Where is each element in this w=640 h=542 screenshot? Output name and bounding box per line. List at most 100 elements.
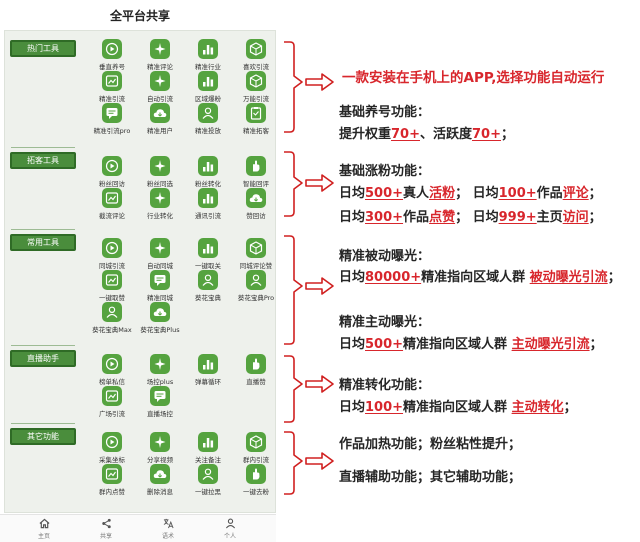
g1-heading: 基础养号功能： [339,105,431,120]
annotation-text: ； [588,186,602,201]
sparkle-icon [150,188,170,208]
tool-button[interactable]: 场控plus [135,354,185,390]
tool-label: 一键取关 [195,262,221,270]
tool-button[interactable]: 一键取赞 [87,270,137,306]
tool-button[interactable]: 粉丝转化 [183,156,233,192]
annotation-text: 日均 [339,337,366,352]
tool-button[interactable]: 行业转化 [135,188,185,224]
annotation-text: 作品 [536,186,563,201]
tool-button[interactable]: 弹幕循环 [183,354,233,390]
tool-button[interactable]: 自动同城 [135,238,185,274]
annotation-text: 日均 [339,186,366,201]
highlight-text: 活粉 [429,186,456,201]
tool-button[interactable]: 通讯引流 [183,188,233,224]
tool-label: 群内引流 [243,456,269,464]
tool-button[interactable]: 区域爆粉 [183,71,233,107]
tool-button[interactable]: 粉丝同选 [135,156,185,192]
tool-button[interactable]: 群内引流 [231,432,281,468]
tool-button[interactable]: 精准引流 [87,71,137,107]
arrow-1 [305,73,334,91]
tool-button[interactable]: 精准用户 [135,103,185,139]
annotation-text: 作品 [403,210,430,225]
tool-label: 精准同城 [147,294,173,302]
tool-button[interactable]: 万能引流 [231,71,281,107]
g4-line: 日均100+精准指向区域人群 主动转化； [339,396,577,415]
highlight-text: 点赞 [429,210,456,225]
tool-button[interactable]: 一键去粉 [231,464,281,500]
nav-home[interactable]: 主页 [24,518,64,542]
tool-label: 广场引流 [99,410,125,418]
tool-button[interactable]: 分享视频 [135,432,185,468]
tool-button[interactable]: 删除消息 [135,464,185,500]
category-divider [11,147,75,148]
chart-icon [102,188,122,208]
bar-chart-icon [198,188,218,208]
tool-button[interactable]: 葵花宝典 [183,270,233,306]
tool-button[interactable]: 自动引流 [135,71,185,107]
category-1[interactable]: 热门工具 [10,40,76,57]
tool-button[interactable]: 一键取关 [183,238,233,274]
nav-label: 个人 [223,533,236,540]
tool-button[interactable]: 精准投放 [183,103,233,139]
tool-button[interactable]: 截流评论 [87,188,137,224]
tool-button[interactable]: 一键拉黑 [183,464,233,500]
tool-button[interactable]: 精准评论 [135,39,185,75]
tool-button[interactable]: 粉丝回访 [87,156,137,192]
tool-button[interactable]: 榜单私信 [87,354,137,390]
annotation-text: ； [588,210,602,225]
message-icon [150,270,170,290]
brace-arrows [284,41,334,495]
nav-profile[interactable]: 个人 [210,518,250,542]
tool-button[interactable]: 赞回访 [231,188,281,224]
annotation-text: 精准指向区域人群 [421,270,530,285]
category-5[interactable]: 其它功能 [10,428,76,445]
tool-button[interactable]: 关注备注 [183,432,233,468]
highlight-text: 主动转化 [511,400,564,415]
category-divider [11,423,75,424]
play-icon [102,156,122,176]
tool-label: 关注备注 [195,456,221,464]
tool-label: 葵花宝典 [195,294,221,302]
highlight-text: 80000+ [365,270,422,285]
tool-button[interactable]: 直播赞 [231,354,281,390]
tool-label: 榜单私信 [99,378,125,386]
tool-panel: 热门工具垂直养号精准评论精准行业喜欢引流精准引流自动引流区域爆粉万能引流精准引流… [4,30,276,513]
tool-button[interactable]: 广场引流 [87,386,137,422]
user-icon [198,270,218,290]
tool-button[interactable]: 精准同城 [135,270,185,306]
bar-chart-icon [198,39,218,59]
tool-button[interactable]: 葵花宝典Pro [231,270,281,306]
tool-button[interactable]: 喜欢引流 [231,39,281,75]
tool-button[interactable]: 直播场控 [135,386,185,422]
category-4[interactable]: 直播助手 [10,350,76,367]
bar-chart-icon [198,156,218,176]
chart-icon [102,270,122,290]
tool-button[interactable]: 采集坐标 [87,432,137,468]
tool-button[interactable]: 智能回评 [231,156,281,192]
annotation-text: 、活跃度 [420,127,473,142]
tool-button[interactable]: 精准引流pro [87,103,137,139]
nav-share[interactable]: 共享 [86,518,126,542]
tool-button[interactable]: 同城引流 [87,238,137,274]
g3-heading-1: 精准被动曝光： [339,249,431,264]
g1-line: 提升权重70+、活跃度70+； [339,123,514,142]
tool-button[interactable]: 葵花宝典Plus [135,302,185,338]
nav-script[interactable]: 语术 [148,518,188,542]
category-3[interactable]: 常用工具 [10,234,76,251]
tool-button[interactable]: 精准拓客 [231,103,281,139]
cloud-icon [150,464,170,484]
brace-3 [284,235,303,345]
tool-label: 截流评论 [99,212,125,220]
tool-button[interactable]: 同城评论赞 [231,238,281,274]
annotation-text: ； 日均 [455,210,499,225]
tool-button[interactable]: 群内点赞 [87,464,137,500]
brace-5 [284,431,303,495]
tool-button[interactable]: 垂直养号 [87,39,137,75]
tool-label: 精准行业 [195,63,221,71]
tool-label: 万能引流 [243,95,269,103]
tool-button[interactable]: 精准行业 [183,39,233,75]
category-2[interactable]: 拓客工具 [10,152,76,169]
tool-button[interactable]: 葵花宝典Max [87,302,137,338]
brace-1 [284,41,303,133]
